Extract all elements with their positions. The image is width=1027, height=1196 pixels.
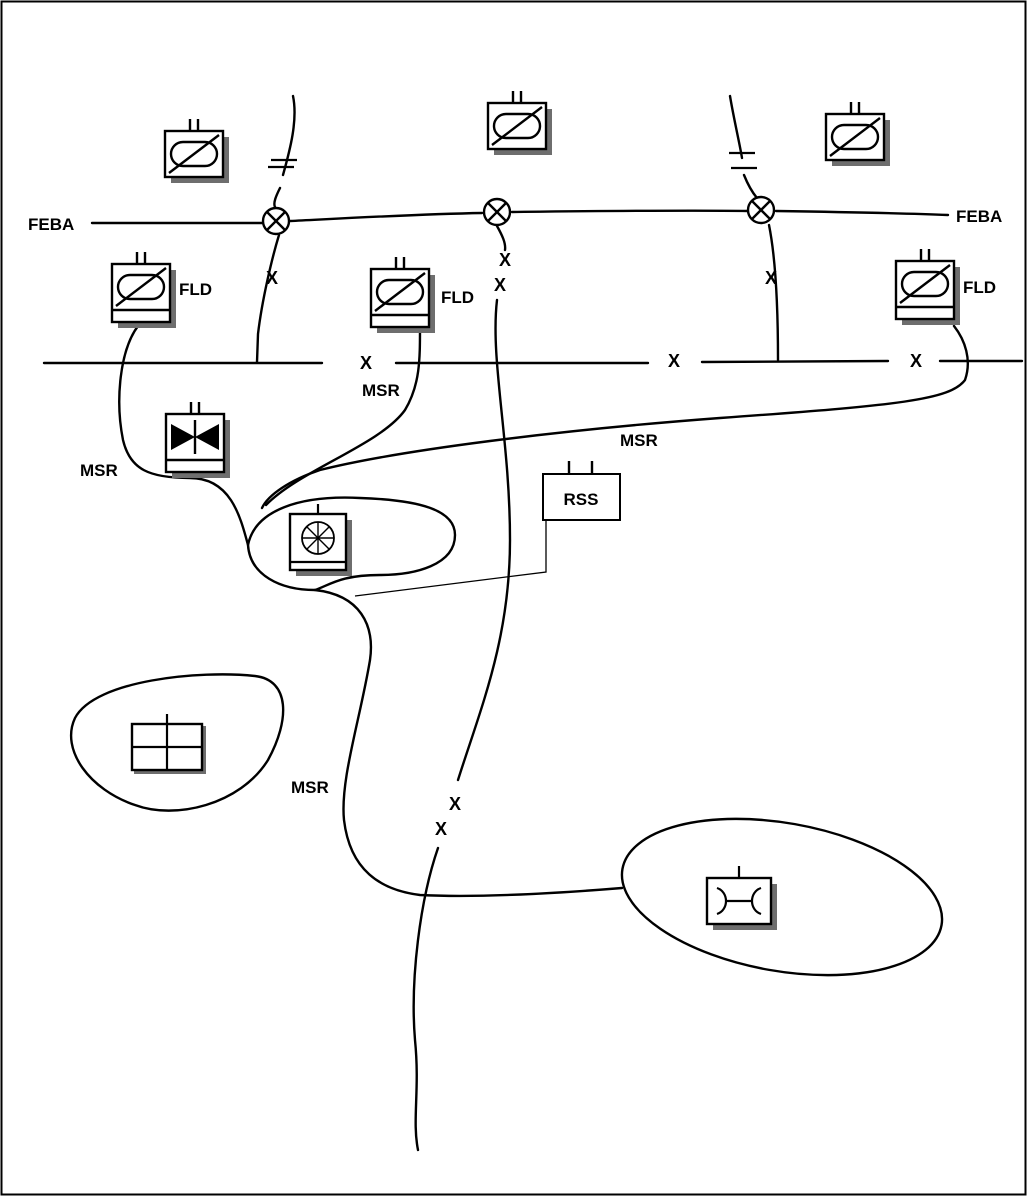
rss-box: RSS [542,461,621,521]
obstacle-marker: X [494,275,506,295]
msr-label: MSR [620,431,658,450]
feba-label-left: FEBA [28,215,74,234]
obstacle-marker: X [449,794,461,814]
obstacle-marker: X [435,819,447,839]
msr-right-route [260,324,969,510]
fld-label: FLD [963,278,996,297]
phase-line [42,359,1024,365]
obstacle-marker: X [668,351,680,371]
crossing-point-icon [482,197,512,227]
armor-unit-icon [163,117,231,185]
obstacle-marker: X [360,353,372,373]
artillery-unit-icon [288,504,352,576]
fld-label: FLD [179,280,212,299]
rss-label: RSS [564,490,599,509]
msr-label: MSR [80,461,118,480]
command-area-outline [69,673,285,812]
armor-unit-icon [486,89,554,157]
fld-label: FLD [441,288,474,307]
route-right [728,94,780,362]
route-center [412,224,512,1152]
msr-south-route [313,588,624,898]
antitank-unit-icon [164,402,230,478]
crossing-point-icon [746,195,776,225]
obstacle-marker: X [765,268,777,288]
engineer-bridge-unit-icon [705,866,777,930]
armor-unit-icon [110,250,178,330]
command-post-icon [130,714,206,774]
rss-link-line [354,520,547,597]
obstacle-marker: X [499,250,511,270]
artillery-area-outline [246,496,457,592]
obstacle-marker: X [910,351,922,371]
armor-unit-icon [369,255,437,335]
feba-line [90,209,950,225]
obstacle-marker: X [266,268,278,288]
msr-left-route [118,324,250,547]
crossing-point-icon [261,206,291,236]
armor-unit-icon [894,247,962,327]
engineer-area-outline [620,817,944,977]
feba-label-right: FEBA [956,207,1002,226]
msr-label: MSR [291,778,329,797]
armor-unit-icon [824,100,892,168]
msr-center-route [264,324,422,507]
msr-label: MSR [362,381,400,400]
